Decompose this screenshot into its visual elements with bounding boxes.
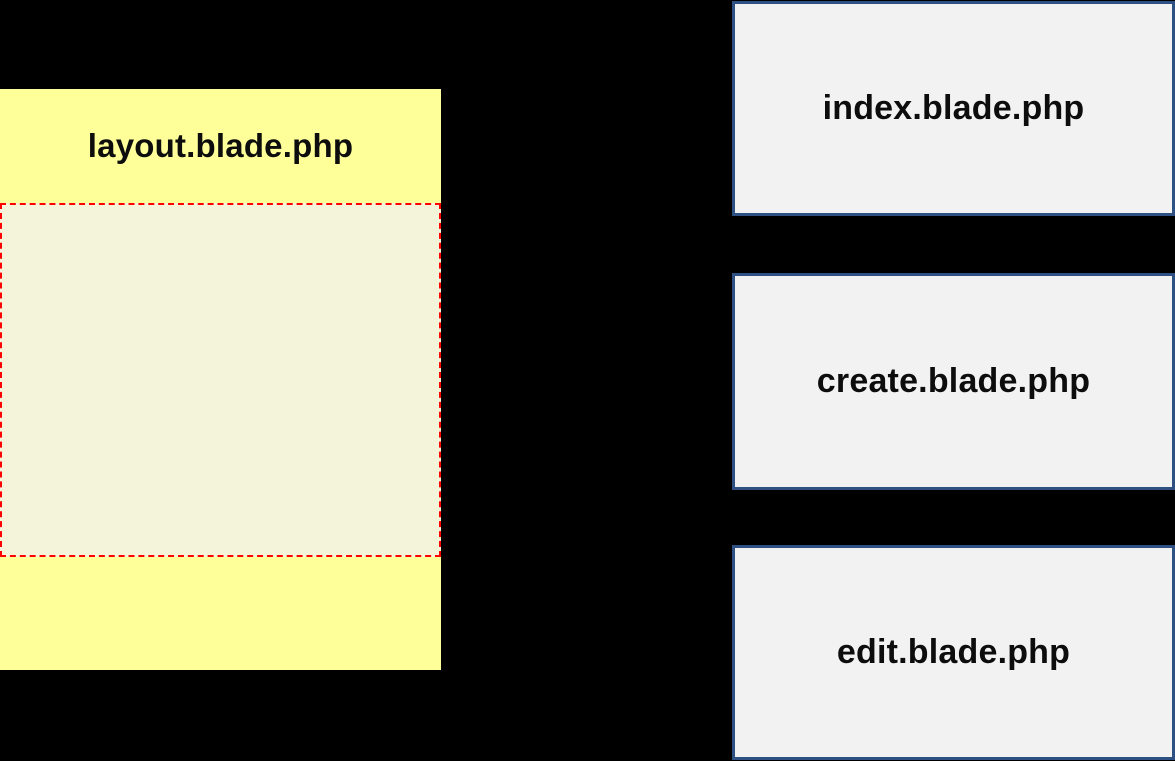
view-box-create-label: create.blade.php (816, 362, 1091, 400)
view-box-edit-label: edit.blade.php (836, 633, 1071, 671)
content-yield-region (0, 203, 441, 557)
view-box-create: create.blade.php (732, 273, 1175, 490)
view-box-edit: edit.blade.php (732, 545, 1175, 760)
layout-template-box: layout.blade.php (0, 89, 441, 670)
view-box-index: index.blade.php (732, 1, 1175, 216)
layout-template-title: layout.blade.php (87, 127, 354, 164)
view-box-index-label: index.blade.php (822, 89, 1085, 127)
